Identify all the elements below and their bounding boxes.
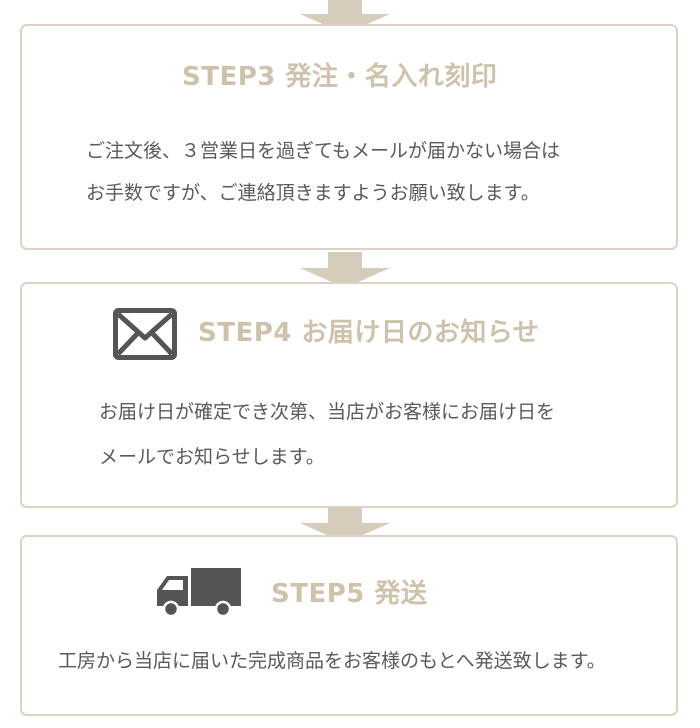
step4-desc-line-1: お届け日が確定でき次第、当店がお客様にお届け日を <box>99 401 556 423</box>
step3-desc-line-1: ご注文後、３営業日を過ぎてもメールが届かない場合は <box>86 140 561 162</box>
down-arrow-icon <box>300 507 390 543</box>
envelope-icon <box>113 308 177 364</box>
step5-card <box>20 535 678 716</box>
step5-title: STEP5 発送 <box>271 579 428 609</box>
step5-desc-line-1: 工房から当店に届いた完成商品をお客様のもとへ発送致します。 <box>58 650 606 672</box>
step3-title: STEP3 発注・名入れ刻印 <box>182 62 498 92</box>
step3-desc-line-2: お手数ですが、ご連絡頂きますようお願い致します。 <box>86 182 540 204</box>
down-arrow-icon <box>300 252 390 288</box>
truck-icon <box>155 566 243 622</box>
down-arrow-icon <box>300 0 390 34</box>
step3-card <box>20 24 678 250</box>
step4-title: STEP4 お届け日のお知らせ <box>198 318 540 348</box>
step4-desc-line-2: メールでお知らせします。 <box>99 446 325 468</box>
